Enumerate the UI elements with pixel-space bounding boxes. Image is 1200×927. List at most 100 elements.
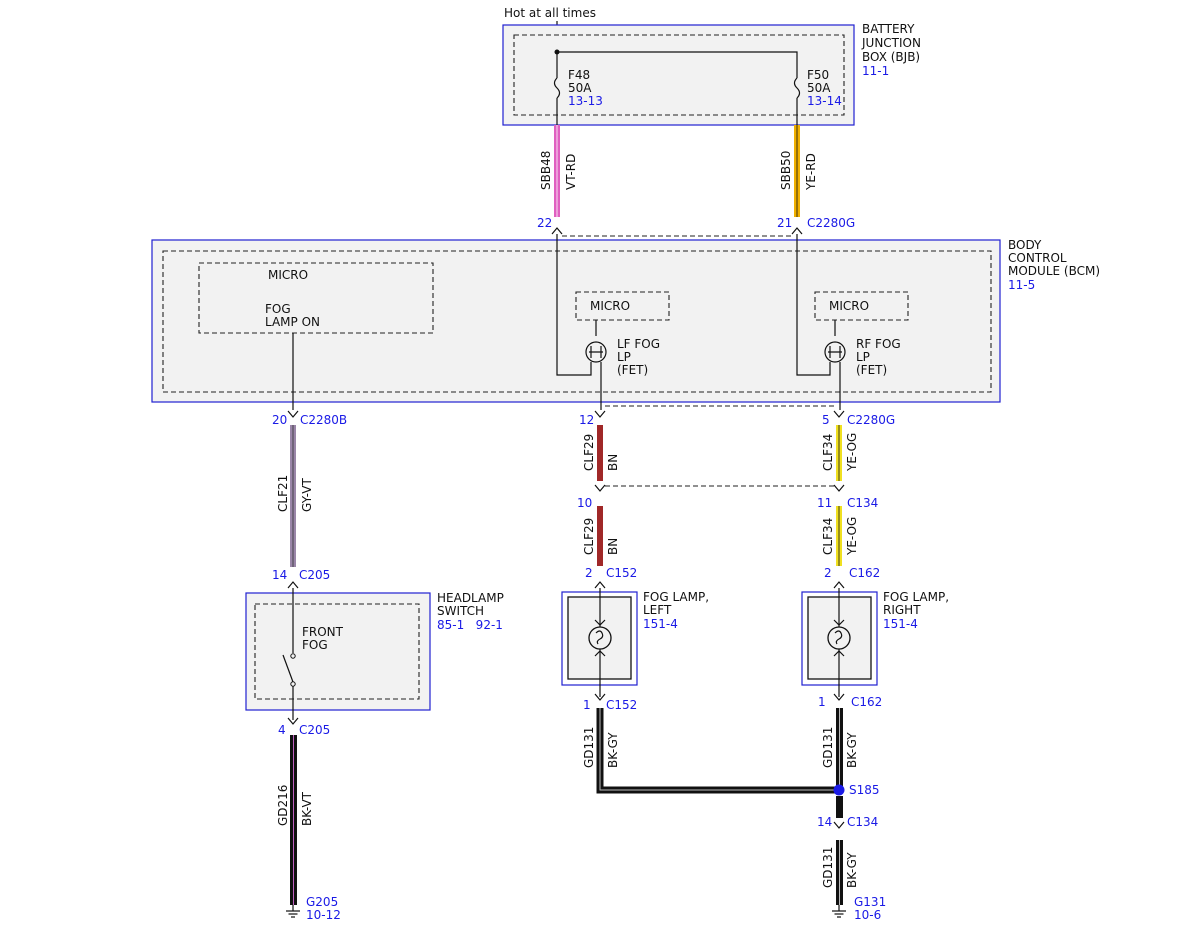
headlamp-switch-box[interactable] — [245, 592, 431, 711]
wire-gd131-right[interactable] — [836, 708, 843, 786]
fl-pin-1: 1 — [583, 698, 591, 712]
fet-left-line1: LF FOG — [617, 337, 660, 351]
wire-sbb50[interactable] — [794, 125, 800, 217]
fuse-icon — [793, 77, 801, 99]
wire-sbb48-color-label: VT-RD — [564, 154, 578, 190]
connector-chevron-icon — [287, 410, 299, 418]
wire-gd216[interactable] — [290, 735, 297, 905]
supply-label: Hot at all times — [504, 6, 596, 20]
ground-g131-id: G131 — [854, 895, 886, 909]
wire-clf29-circuit: CLF29 — [582, 434, 596, 471]
wire-clf29-color — [597, 425, 603, 481]
wire-gd131-right-color-label: BK-GY — [845, 732, 859, 768]
connector-chevron-icon — [594, 410, 606, 418]
splice-s185-label: S185 — [849, 783, 880, 797]
fuse-icon — [553, 77, 561, 99]
bjb-title-3: BOX (BJB) — [862, 50, 920, 64]
fuse-right-id: F50 — [807, 68, 829, 82]
connector-c162-bottom[interactable]: C162 — [851, 695, 882, 709]
wire-gd216-color-label: BK-VT — [300, 791, 314, 826]
fuse-left-rating: 50A — [568, 81, 592, 95]
fuse-left-ref[interactable]: 13-13 — [568, 94, 603, 108]
bcm-pin-12: 12 — [579, 413, 594, 427]
micro-main-line2: LAMP ON — [265, 315, 320, 329]
bjb-box[interactable] — [502, 24, 855, 126]
wire-gd131-left-color — [596, 708, 836, 794]
hs-title-1: HEADLAMP — [437, 591, 504, 605]
lamp-icon — [827, 588, 851, 697]
wire-gd131-lower-circuit: GD131 — [821, 847, 835, 888]
connector-c2280b[interactable]: C2280B — [300, 413, 347, 427]
connector-chevron-icon — [287, 581, 299, 589]
ground-g205-ref[interactable]: 10-12 — [306, 908, 341, 922]
bcm-ref[interactable]: 11-5 — [1008, 278, 1035, 292]
wire-gd131-left[interactable] — [596, 708, 836, 794]
connector-c162-top[interactable]: C162 — [849, 566, 880, 580]
fet-icon — [824, 341, 846, 363]
wire-clf29-lower[interactable] — [597, 506, 603, 566]
wire-clf34-lower-circuit: CLF34 — [821, 518, 835, 555]
connector-chevron-icon — [791, 227, 803, 235]
bjb-bus — [557, 51, 798, 78]
connector-c134-mid[interactable]: C134 — [847, 496, 878, 510]
hs-inner-2: FOG — [302, 638, 328, 652]
wire-splice-segment — [836, 796, 843, 818]
wire-sbb50-color-label: YE-RD — [804, 153, 818, 191]
connector-chevron-icon — [594, 581, 606, 589]
connector-chevron-icon — [594, 693, 606, 701]
wire-gd131-lower-color-label: BK-GY — [845, 852, 859, 888]
fr-pin-1: 1 — [818, 695, 826, 709]
wire-sbb48[interactable] — [554, 125, 560, 217]
wire-clf29-upper[interactable] — [597, 425, 603, 481]
bcm-inner — [162, 250, 992, 393]
switch-icon — [282, 588, 296, 720]
wire-gd131-left-color-label: BK-GY — [606, 732, 620, 768]
wire-clf34-lower-color-label: YE-OG — [845, 517, 859, 556]
hs-refs[interactable]: 85-1 92-1 — [437, 618, 503, 632]
hs-inner-1: FRONT — [302, 625, 344, 639]
connector-chevron-icon — [833, 410, 845, 418]
micro-main-box — [198, 262, 434, 334]
micro-left-label: MICRO — [590, 299, 630, 313]
wire-clf34-upper[interactable] — [836, 425, 842, 481]
fl-title-2: LEFT — [643, 603, 672, 617]
bjb-ref[interactable]: 11-1 — [862, 64, 889, 78]
connector-c2280g-bottom[interactable]: C2280G — [847, 413, 895, 427]
ground-g131-ref[interactable]: 10-6 — [854, 908, 881, 922]
wire-clf21[interactable] — [290, 425, 296, 567]
ground-icon — [286, 905, 300, 918]
connector-chevron-icon — [833, 581, 845, 589]
lamp-icon — [588, 588, 612, 697]
wire-clf34-circuit: CLF34 — [821, 434, 835, 471]
wire-clf21-color-label: GY-VT — [300, 478, 314, 512]
micro-left-box — [575, 291, 670, 321]
bcm-connector-c2280g-top[interactable]: C2280G — [807, 216, 855, 230]
fl-ref[interactable]: 151-4 — [643, 617, 678, 631]
connector-c152-top[interactable]: C152 — [606, 566, 637, 580]
wire-sbb50-circuit: SBB50 — [779, 151, 793, 190]
hs-pin-4: 4 — [278, 723, 286, 737]
fuse-right-rating: 50A — [807, 81, 831, 95]
hs-pin-14: 14 — [272, 568, 287, 582]
wire-stripe — [599, 708, 836, 791]
micro-main-label: MICRO — [268, 268, 308, 282]
connector-chevron-icon — [833, 693, 845, 701]
switch-blade — [282, 654, 294, 683]
fet-left-line3: (FET) — [617, 363, 648, 377]
fet-right-line1: RF FOG — [856, 337, 901, 351]
bcm-pin-5: 5 — [822, 413, 830, 427]
wire-clf29-lower-color-label: BN — [606, 538, 620, 555]
connector-c205-top[interactable]: C205 — [299, 568, 330, 582]
lamp-bulb — [827, 626, 851, 650]
wire-gd131-lower[interactable] — [836, 840, 843, 905]
splice-s185-dot[interactable] — [833, 784, 845, 796]
connector-c134-low[interactable]: C134 — [847, 815, 878, 829]
wire-clf34-lower[interactable] — [836, 506, 842, 566]
c134-pin-11: 11 — [817, 496, 832, 510]
fr-ref[interactable]: 151-4 — [883, 617, 918, 631]
connector-c205-bottom[interactable]: C205 — [299, 723, 330, 737]
connector-c152-bottom[interactable]: C152 — [606, 698, 637, 712]
fuse-right-ref[interactable]: 13-14 — [807, 94, 842, 108]
